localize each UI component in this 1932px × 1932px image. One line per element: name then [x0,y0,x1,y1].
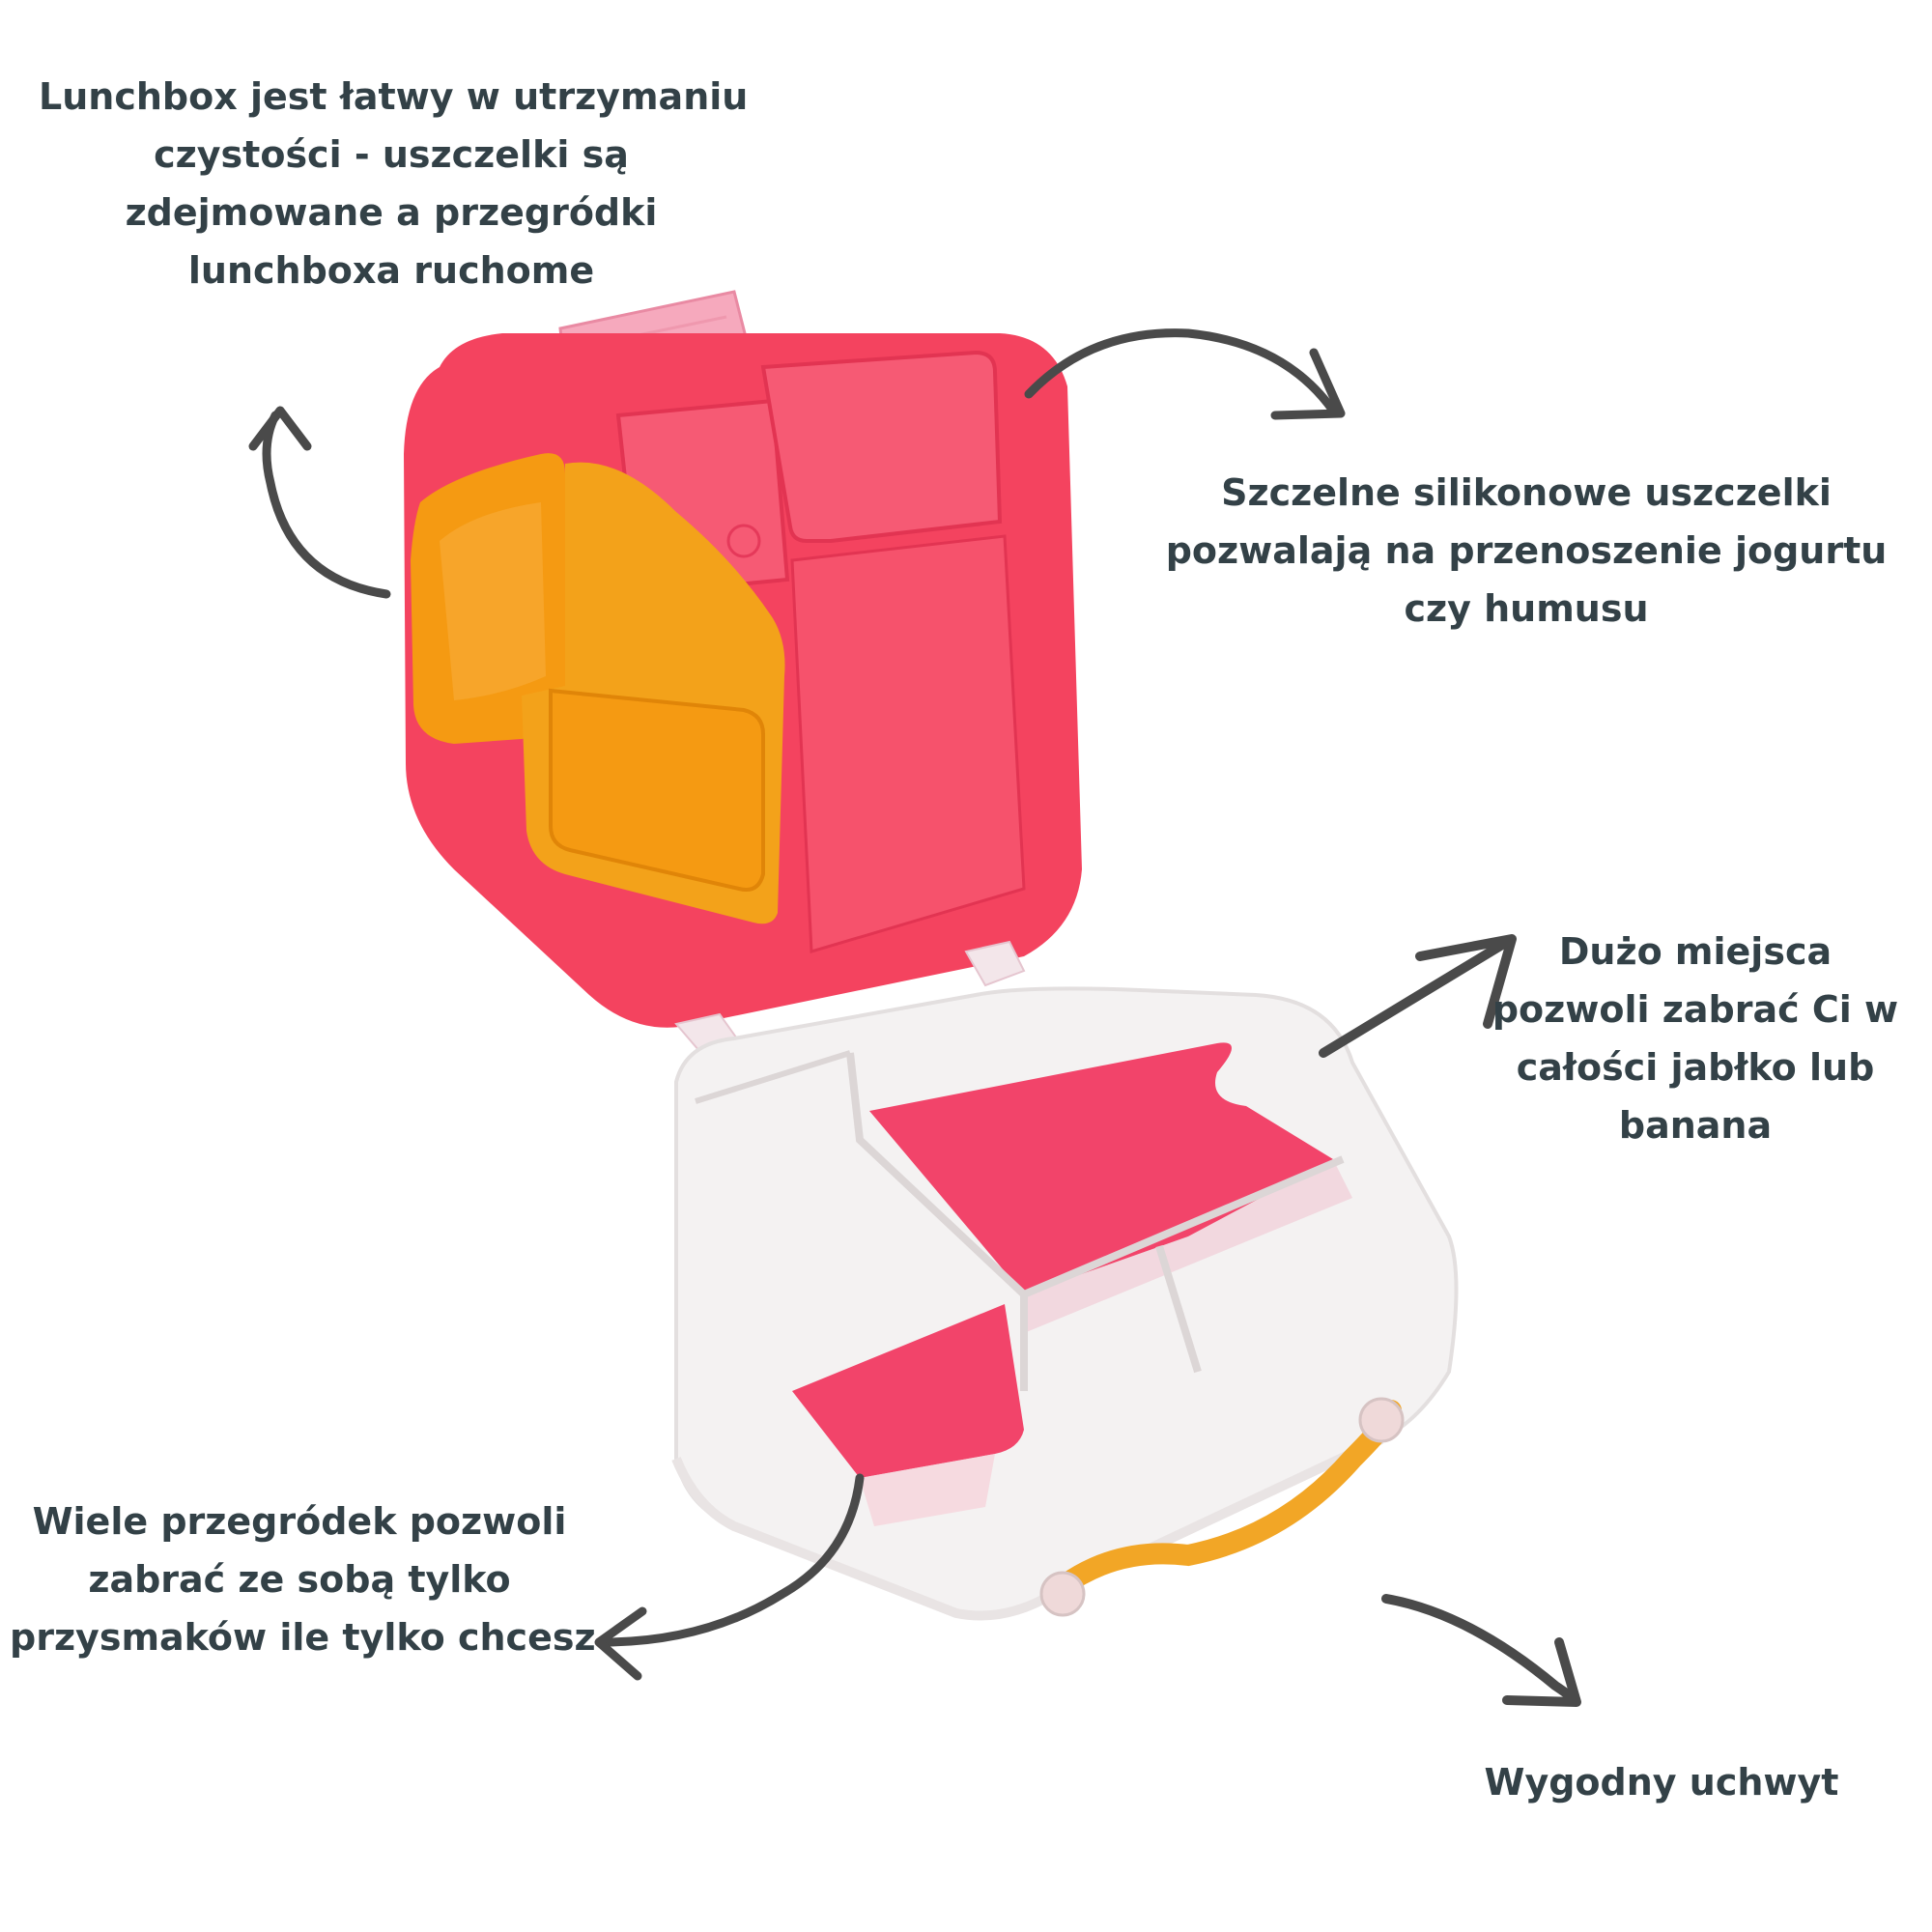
lunchbox-tray [671,986,1459,1621]
caption-line: całości jabłko lub [1516,1046,1875,1089]
caption-seals: Szczelne silikonowe uszczelki pozwalają … [1159,464,1893,638]
caption-line: Lunchbox jest łatwy w utrzymaniu [39,75,749,118]
caption-line: Szczelne silikonowe uszczelki [1221,471,1832,514]
caption-line: banana [1618,1104,1773,1147]
handle [1039,1397,1405,1617]
silicone-insert [411,453,785,924]
caption-line: zabrać ze sobą tylko [88,1558,511,1601]
arrow-cleaning [248,406,391,599]
caption-line: pozwalają na przenoszenie jogurtu [1165,529,1888,572]
caption-line: czystości - uszczelki są [154,133,629,176]
caption-line: zdejmowane a przegródki [125,191,658,234]
arrow-seals [1024,328,1346,420]
caption-cleaning: Lunchbox jest łatwy w utrzymaniu czystoś… [39,68,749,299]
caption-line: Wygodny uchwyt [1484,1761,1839,1804]
caption-handle: Wygodny uchwyt [1449,1753,1874,1811]
caption-line: przysmaków ile tylko chcesz [10,1616,596,1659]
caption-line: czy humusu [1404,587,1649,630]
caption-compartments: Wiele przegródek pozwoli zabrać ze sobą … [10,1492,596,1666]
arrow-space [1319,934,1517,1058]
arrow-compartments [594,1473,865,1681]
caption-line: lunchboxa ruchome [187,249,595,292]
caption-line: Wiele przegródek pozwoli [32,1500,567,1543]
arrow-handle [1381,1594,1581,1707]
caption-line: pozwoli zabrać Ci w [1492,988,1899,1031]
caption-space: Dużo miejsca pozwoli zabrać Ci w całości… [1488,923,1903,1154]
caption-line: Dużo miejsca [1558,930,1833,973]
